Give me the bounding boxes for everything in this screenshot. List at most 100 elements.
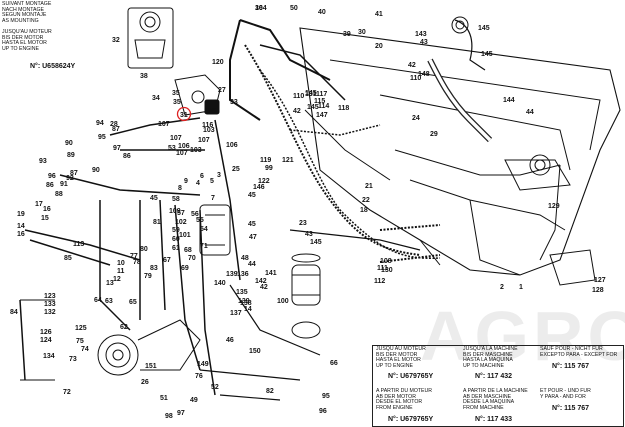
note-line: BIS DER MOTOR — [2, 34, 44, 41]
part-callout: 52 — [211, 384, 219, 391]
part-callout: 138 — [240, 300, 252, 307]
part-callout: 80 — [140, 246, 148, 253]
part-callout: 130 — [381, 267, 393, 274]
part-callout: 96 — [319, 408, 327, 415]
part-callout: 50 — [290, 5, 298, 12]
serial-ref: N°: 117 433 — [475, 416, 513, 423]
part-callout: 54 — [200, 226, 208, 233]
part-callout: 72 — [63, 389, 71, 396]
part-callout: 128 — [592, 287, 604, 294]
part-callout: 35 — [173, 99, 181, 106]
note-line: DESDE LA MAQUINA — [463, 399, 515, 406]
note-bottom-6: ET POUR - UND FUR Y PARA - AND FOR — [540, 388, 591, 400]
part-callout: 23 — [299, 220, 307, 227]
note-line: UP TO MACHINE — [463, 362, 504, 369]
part-callout: 31 — [180, 112, 188, 119]
part-callout: 71 — [200, 243, 208, 250]
part-callout: 18 — [360, 207, 368, 214]
part-callout: 122 — [258, 178, 270, 185]
part-callout: 39 — [343, 31, 351, 38]
part-callout: 151 — [145, 363, 157, 370]
part-callout: 95 — [322, 393, 330, 400]
part-callout: 107 — [198, 137, 210, 144]
part-callout: 121 — [282, 157, 294, 164]
part-callout: 66 — [330, 360, 338, 367]
part-callout: 48 — [241, 255, 249, 262]
part-callout: 9 — [184, 178, 188, 185]
part-callout: 64 — [94, 297, 102, 304]
part-callout: 96 — [48, 173, 56, 180]
part-callout: 6 — [200, 173, 204, 180]
part-callout: 16 — [17, 231, 25, 238]
part-callout: 145 — [310, 239, 322, 246]
note-line: UP TO ENGINE — [2, 45, 39, 52]
part-callout: 46 — [226, 337, 234, 344]
part-callout: 45 — [248, 192, 256, 199]
part-callout: 145 — [481, 51, 493, 58]
part-callout: 142 — [255, 278, 267, 285]
part-callout: 28 — [110, 121, 118, 128]
part-callout: 145 — [305, 90, 317, 97]
part-callout: 90 — [92, 167, 100, 174]
part-callout: 140 — [214, 280, 226, 287]
part-callout: 57 — [177, 210, 185, 217]
note-bottom-4: A PARTIR DU MOTEUR AB DER MOTOR DESDE EL… — [376, 388, 433, 411]
part-callout: 35 — [172, 90, 180, 97]
part-callout: 13 — [106, 280, 114, 287]
part-callout: 125 — [75, 325, 87, 332]
part-callout: 135 — [236, 289, 248, 296]
part-callout: 91 — [60, 181, 68, 188]
part-callout: 129 — [548, 203, 560, 210]
part-callout: 131 — [305, 91, 317, 98]
notes-table-frame — [372, 345, 624, 427]
part-callout: 106 — [178, 143, 190, 150]
note-line: JUSQU AU MOTEUR — [376, 346, 426, 352]
part-callout: 30 — [358, 29, 366, 36]
part-callout: 139 — [238, 298, 250, 305]
note-line: SAUF POUR - NICHT FUR — [540, 346, 603, 352]
part-callout: 117 — [316, 91, 327, 98]
note-bottom-5: A PARTIR DE LA MACHINE AB DER MASCHINE D… — [463, 388, 528, 411]
note-line: FROM MACHINE — [463, 404, 504, 411]
part-callout: 26 — [141, 379, 149, 386]
part-callout: 115 — [314, 98, 325, 105]
part-callout: 55 — [196, 217, 204, 224]
part-callout: 145 — [307, 104, 319, 111]
part-callout: 123 — [44, 293, 56, 300]
serial-ref: N°: U679765Y — [388, 416, 434, 423]
part-callout: 106 — [226, 142, 238, 149]
part-callout: 32 — [112, 37, 120, 44]
note-line: HASTA EL MOTOR — [376, 357, 421, 364]
serial-ref: N°: 115 767 — [552, 405, 590, 412]
part-callout: 137 — [230, 310, 242, 317]
part-callout: 94 — [96, 120, 104, 127]
note-line: AB DER MASCHINE — [463, 393, 512, 400]
part-callout: 75 — [76, 338, 84, 345]
part-callout: 45 — [150, 195, 158, 202]
note-line: A PARTIR DU MOTEUR — [376, 388, 433, 394]
note-line: A PARTIR DE LA MACHINE — [463, 388, 528, 394]
part-callout: 77 — [130, 253, 138, 260]
part-callout: 12 — [113, 276, 121, 283]
part-callout: 145 — [478, 25, 490, 32]
part-callout: 110 — [293, 93, 304, 100]
part-callout: 33 — [230, 99, 238, 106]
note-line: JUSQU'AU MOTEUR — [2, 29, 52, 35]
part-callout: 86 — [123, 153, 131, 160]
part-callout: 95 — [98, 134, 106, 141]
part-callout: 136 — [237, 271, 249, 278]
part-callout: 107 — [158, 121, 170, 128]
part-callout: 2 — [500, 284, 504, 291]
part-callout: 42 — [293, 108, 301, 115]
part-callout: 29 — [430, 131, 438, 138]
part-callout: 100 — [277, 298, 289, 305]
part-callout: 58 — [172, 196, 180, 203]
part-callout: 144 — [503, 97, 515, 104]
part-callout: 84 — [10, 309, 18, 316]
part-callout: 112 — [374, 278, 385, 285]
note-line: NACH MONTAGE — [2, 6, 44, 13]
part-callout: 42 — [408, 62, 416, 69]
part-callout: 40 — [318, 9, 326, 16]
note-bottom-3: SAUF POUR - NICHT FUR EXCEPTO PARA - EXC… — [540, 346, 617, 358]
